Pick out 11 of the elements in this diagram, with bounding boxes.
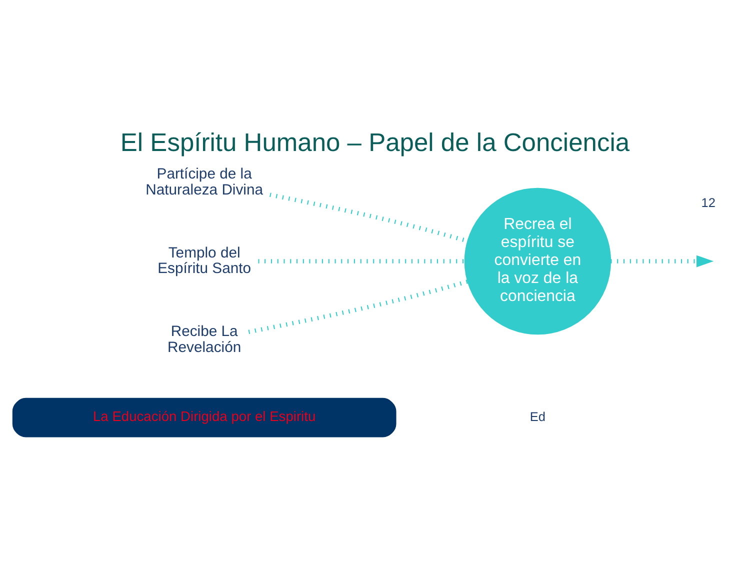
diagram-title: El Espíritu Humano – Papel de la Conciencia <box>120 128 630 156</box>
label: 12 <box>701 194 716 210</box>
node-box: La Educación Dirigida por el Espiritu <box>12 397 396 437</box>
node-text: Templo del Espíritu Santo <box>158 244 252 277</box>
node-circle: Recrea el espíritu se convierte en la voz de la conciencia <box>464 187 612 334</box>
label: Ed <box>530 408 546 424</box>
node-text: Partícipe de la Naturaleza Divina <box>146 166 264 198</box>
arrow <box>610 254 714 267</box>
connector <box>258 258 465 263</box>
connector <box>248 279 468 334</box>
node-text: Recibe La Revelación <box>168 323 242 356</box>
